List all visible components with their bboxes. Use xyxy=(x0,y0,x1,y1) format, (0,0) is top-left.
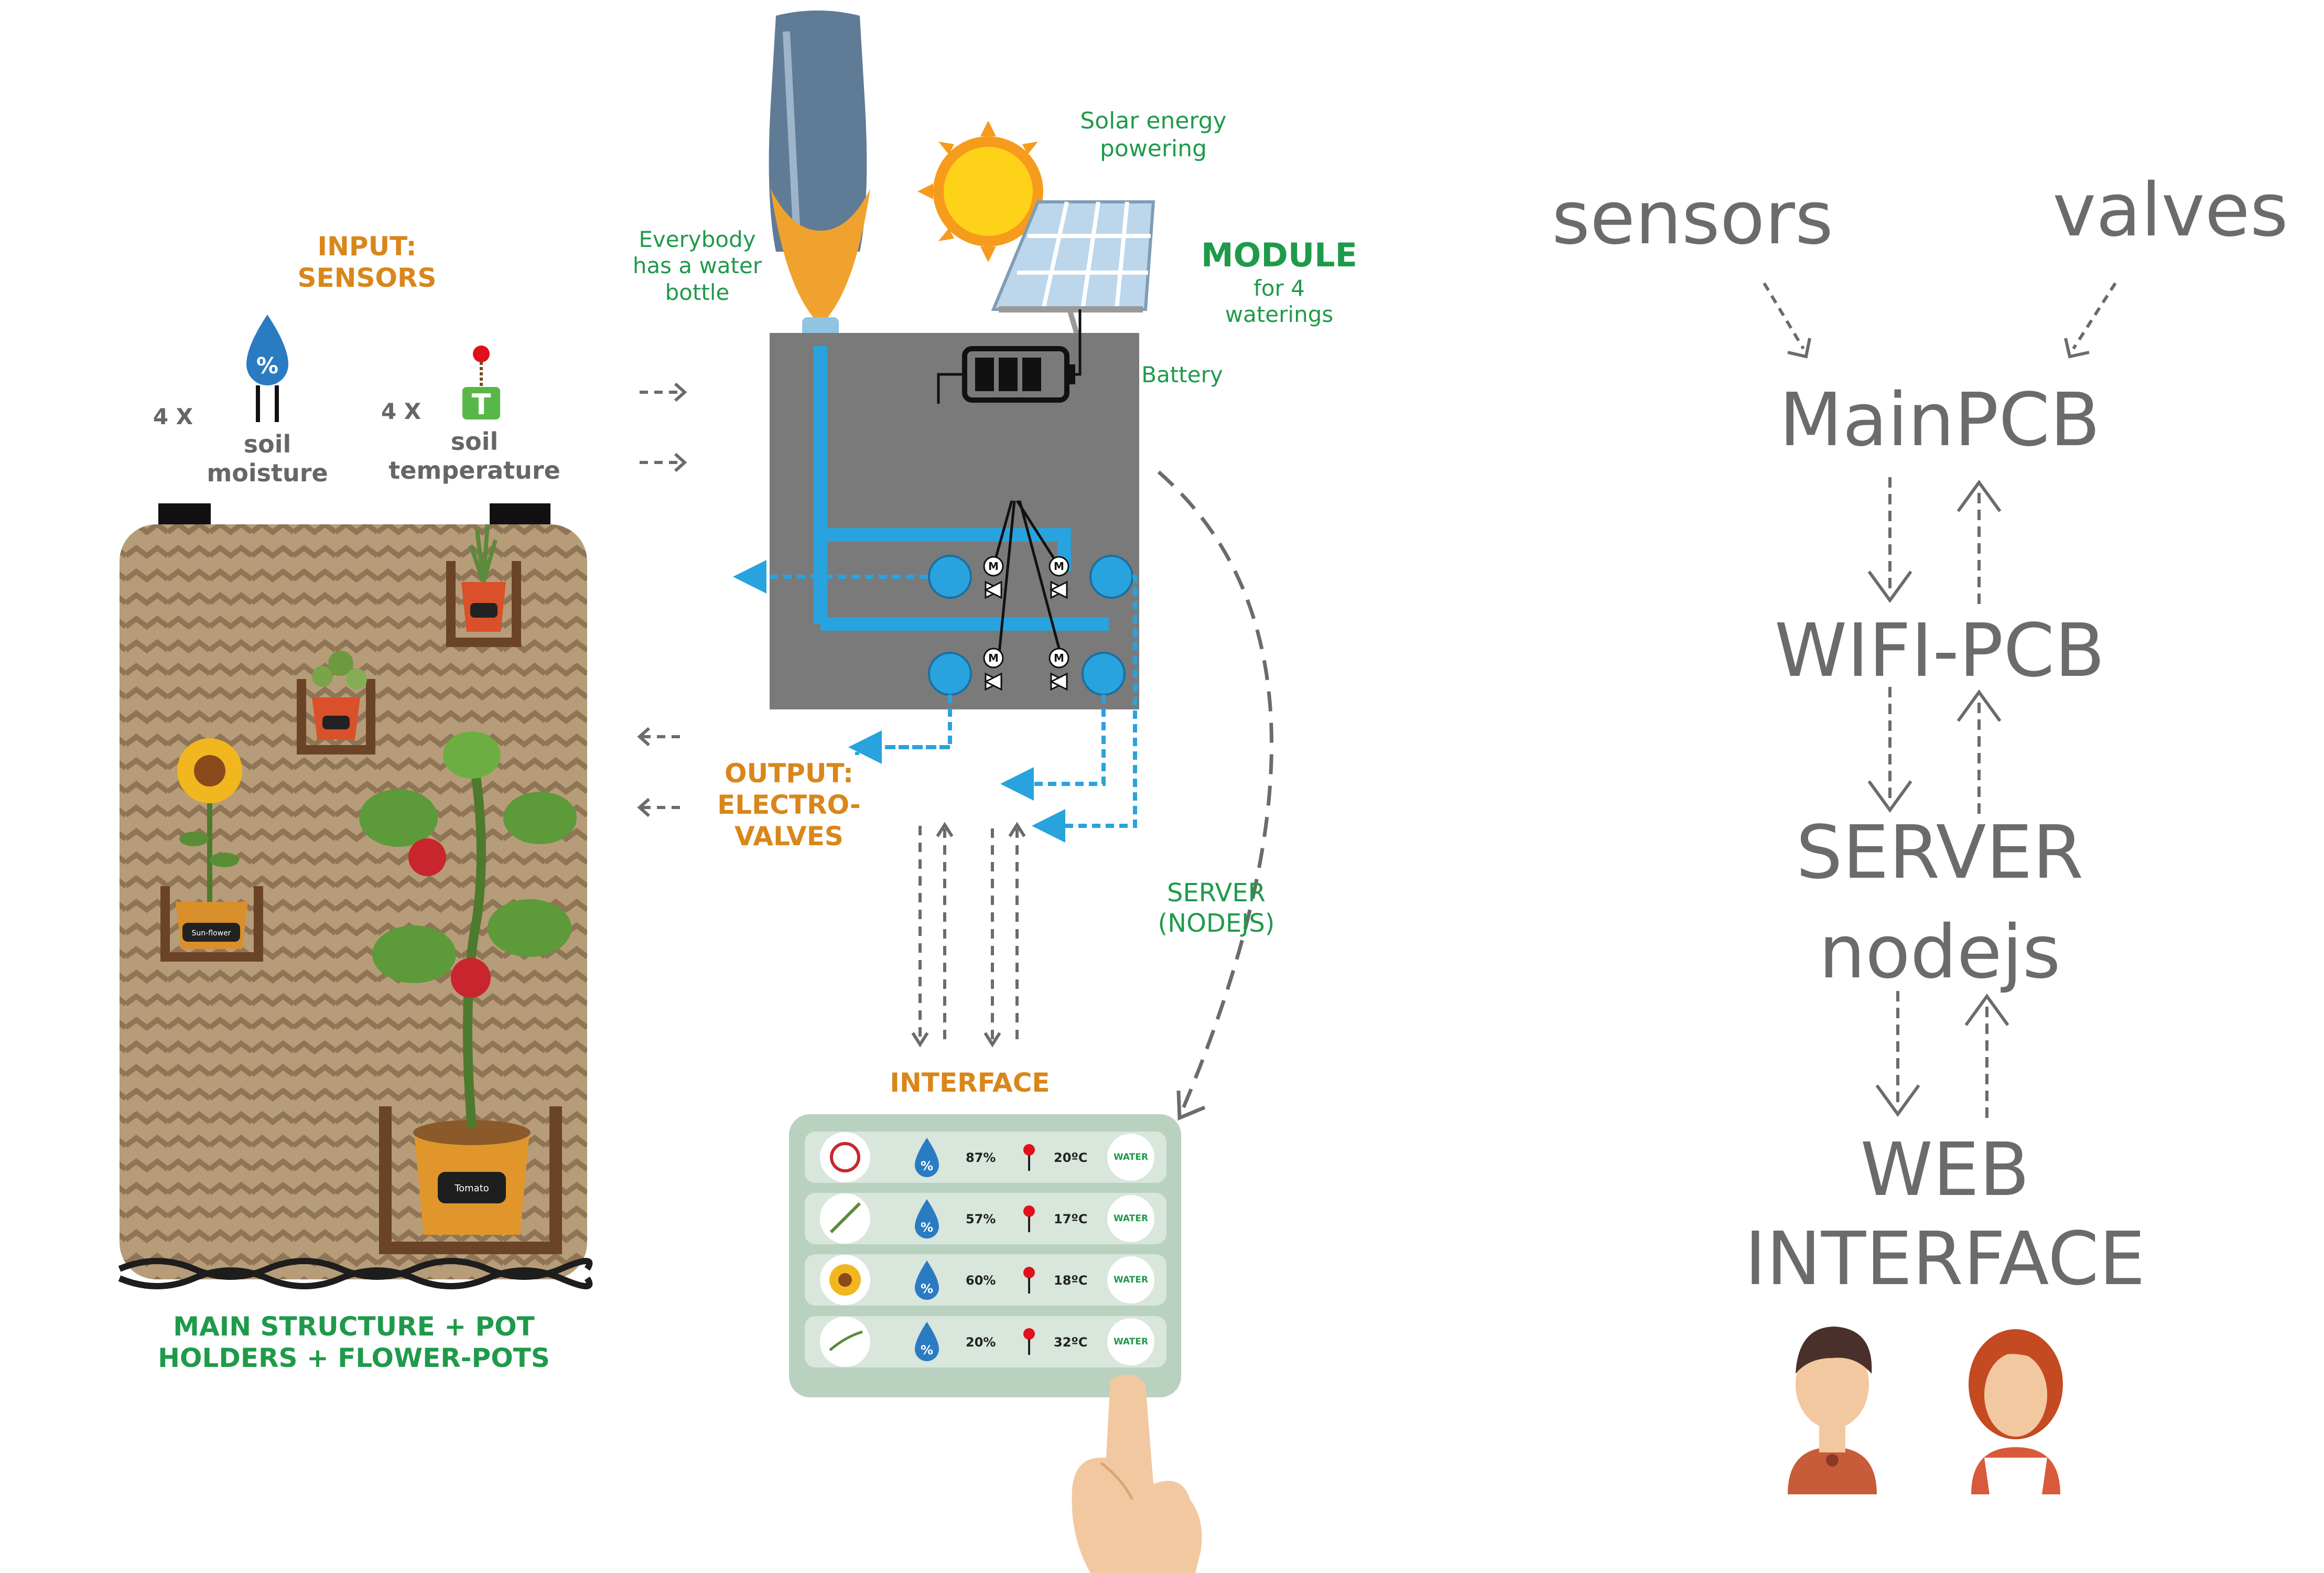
solar-line1: Solar energy xyxy=(1080,107,1227,134)
module-subtitle: for 4 waterings xyxy=(1206,275,1353,328)
input-sensors-title: INPUT: SENSORS xyxy=(294,231,440,294)
pot-holder-sunflower: Sun-flower xyxy=(160,738,263,962)
svg-text:Sun-flower: Sun-flower xyxy=(192,929,231,938)
svg-text:M: M xyxy=(1054,652,1064,664)
water-button-4[interactable]: WATER xyxy=(1107,1318,1154,1365)
server-nodejs-label: SERVER (NODEJS) xyxy=(1138,878,1295,939)
module-sub-line2: waterings xyxy=(1225,301,1334,328)
row1-temp: 20ºC xyxy=(1054,1150,1088,1165)
input-title-line2: SENSORS xyxy=(297,263,437,293)
output-arrows xyxy=(637,727,684,817)
solar-line2: powering xyxy=(1099,135,1207,162)
svg-text:M: M xyxy=(1054,560,1064,573)
input-arrows xyxy=(640,382,687,472)
temp-count: 4 X xyxy=(381,398,421,424)
herb-icon xyxy=(820,1317,870,1367)
water-button-1[interactable]: WATER xyxy=(1107,1134,1154,1181)
output-line1: OUTPUT: xyxy=(725,758,853,789)
interface-link-arrows xyxy=(911,822,1026,1048)
bottle-line2: has a water xyxy=(632,253,762,279)
sensor-block-left xyxy=(158,503,211,525)
svg-text:%: % xyxy=(921,1220,933,1235)
battery-icon xyxy=(937,309,1082,404)
module-box: M M M M xyxy=(770,309,1139,709)
moisture-sensor-icon: % xyxy=(246,315,288,422)
bottle-label: Everybody has a water bottle xyxy=(624,227,771,306)
structure-line1: MAIN STRUCTURE + POT xyxy=(173,1311,535,1342)
temperature-label: soil temperature xyxy=(388,427,561,485)
temp-line2: temperature xyxy=(388,456,560,485)
pot-holder-rosemary xyxy=(446,524,521,647)
battery-label: Battery xyxy=(1141,362,1223,387)
input-title-line1: INPUT: xyxy=(317,231,417,262)
server-connection-arc xyxy=(1157,470,1274,1121)
motor-icons: M M M M xyxy=(983,556,1069,669)
user-male-icon xyxy=(1788,1327,1877,1494)
svg-text:%: % xyxy=(921,1281,933,1296)
moisture-label: soil moisture xyxy=(204,430,330,488)
flow-web: WEB xyxy=(1860,1127,2030,1213)
bottle-line1: Everybody xyxy=(639,227,756,252)
output-valves-title: OUTPUT: ELECTRO- VALVES xyxy=(697,758,881,852)
svg-text:M: M xyxy=(988,652,999,664)
water-bottle-icon xyxy=(769,10,870,349)
moisture-line2: moisture xyxy=(207,459,328,488)
water-button-2[interactable]: WATER xyxy=(1107,1195,1154,1242)
flow-server: SERVER xyxy=(1796,810,2084,896)
temp-line1: soil xyxy=(450,427,499,456)
bottle-line3: bottle xyxy=(665,279,730,305)
user-female-icon xyxy=(1969,1329,2063,1494)
rope xyxy=(118,1258,593,1280)
interface-panel: %%%% xyxy=(789,1114,1181,1397)
svg-text:%: % xyxy=(921,1343,933,1357)
output-line3: VALVES xyxy=(734,821,844,852)
sensor-block-right xyxy=(490,503,550,525)
interface-title: INTERFACE xyxy=(890,1068,1050,1098)
module-sub-line1: for 4 xyxy=(1253,275,1305,301)
pot-holder-tomato: Tomato xyxy=(359,731,577,1254)
row3-moisture: 60% xyxy=(966,1273,996,1288)
solar-label: Solar energy powering xyxy=(1064,107,1242,163)
water-button-3[interactable]: WATER xyxy=(1107,1256,1154,1303)
flow-valves: valves xyxy=(2052,168,2288,253)
output-line2: ELECTRO- xyxy=(717,790,861,820)
server-label-line1: SERVER xyxy=(1166,878,1266,908)
flow-mainpcb: MainPCB xyxy=(1779,378,2101,463)
structure-line2: HOLDERS + FLOWER-POTS xyxy=(158,1343,550,1373)
pot-holder-herb xyxy=(297,651,375,755)
row1-moisture: 87% xyxy=(966,1150,996,1165)
flow-interface: INTERFACE xyxy=(1744,1216,2146,1302)
solar-panel-icon xyxy=(991,200,1155,337)
tomato-icon xyxy=(820,1132,870,1182)
moisture-line1: soil xyxy=(243,430,291,458)
server-label-line2: (NODEJS) xyxy=(1158,908,1275,938)
main-structure-caption: MAIN STRUCTURE + POT HOLDERS + FLOWER-PO… xyxy=(131,1311,577,1374)
svg-text:Tomato: Tomato xyxy=(454,1183,489,1194)
row4-moisture: 20% xyxy=(966,1335,996,1350)
row2-moisture: 57% xyxy=(966,1212,996,1226)
svg-text:%: % xyxy=(921,1159,933,1173)
water-output-lines xyxy=(733,560,1137,843)
row2-temp: 17ºC xyxy=(1054,1212,1088,1226)
flow-arrows xyxy=(1763,282,2117,1119)
module-title: MODULE xyxy=(1201,236,1358,274)
thermometer-icon: T xyxy=(462,346,500,421)
svg-text:T: T xyxy=(472,388,491,421)
flow-wifipcb: WIFI-PCB xyxy=(1774,608,2105,694)
pointing-hand-icon xyxy=(1072,1375,1202,1573)
moisture-count: 4 X xyxy=(153,404,193,429)
main-structure: Sun-flower Tomato xyxy=(118,503,593,1289)
flow-sensors: sensors xyxy=(1552,176,1833,261)
svg-text:M: M xyxy=(988,560,999,573)
row3-temp: 18ºC xyxy=(1054,1273,1088,1288)
flow-nodejs: nodejs xyxy=(1819,910,2061,995)
svg-text:%: % xyxy=(256,353,278,379)
row4-temp: 32ºC xyxy=(1054,1335,1088,1350)
valve-circles xyxy=(928,555,1133,696)
